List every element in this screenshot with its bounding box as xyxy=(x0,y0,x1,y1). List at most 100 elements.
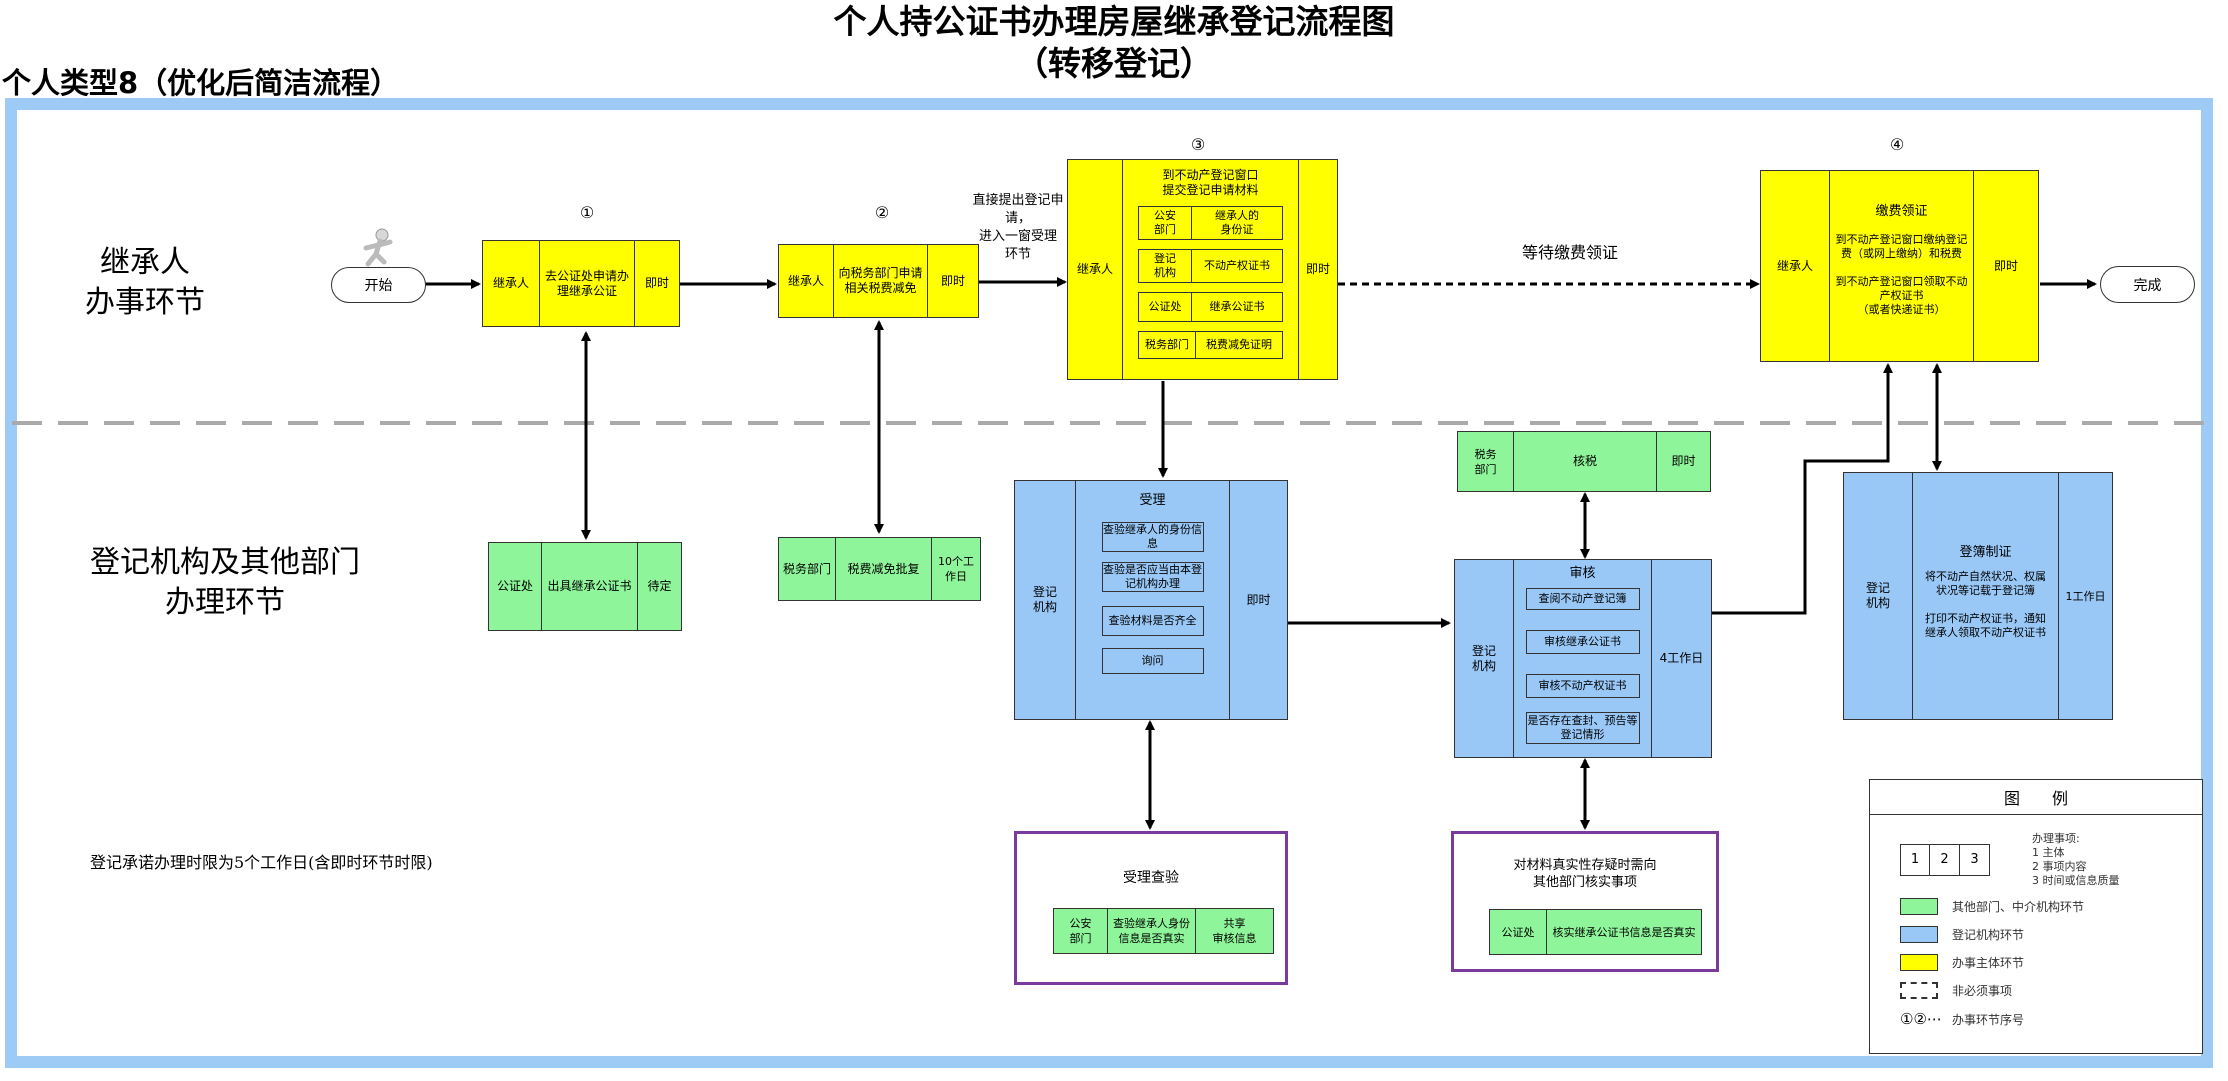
optional-check: 对材料真实性存疑时需向 其他部门核实事项 公证处 核实继承公证书信息是否真实 xyxy=(1451,831,1719,972)
box-content: 向税务部门申请相关税费减免 xyxy=(833,245,927,317)
box-desc: 将不动产自然状况、权属状况等记载于登记簿 打印不动产权证书，通知继承人领取不动产… xyxy=(1925,570,2046,639)
box-content: 缴费领证 到不动产登记窗口缴纳登记费（或网上缴纳）和税费 到不动产登记窗口领取不… xyxy=(1829,171,1973,361)
check-item: 查验是否应当由本登记机构办理 xyxy=(1101,562,1204,592)
step-review: 登记 机构 审核 查阅不动产登记簿 审核继承公证书 审核不动产权证书 是否存在查… xyxy=(1454,559,1712,758)
box-title: 受理 xyxy=(1139,493,1166,508)
person-walking-icon xyxy=(363,228,393,267)
step-number-3: ③ xyxy=(1190,135,1206,154)
box-content: 出具继承公证书 xyxy=(541,543,637,630)
legend-label: 办事主体环节 xyxy=(1952,956,2025,970)
verify-info: 共享 审核信息 xyxy=(1195,909,1273,953)
box-content: 登簿制证 将不动产自然状况、权属状况等记载于登记簿 打印不动产权证书，通知继承人… xyxy=(1912,473,2058,719)
material-item: 公安 部门 继承人的 身份证 xyxy=(1138,206,1283,240)
legend-row-green: 其他部门、中介机构环节 xyxy=(1900,898,2084,915)
legend-label: 办事环节序号 xyxy=(1952,1012,2025,1027)
box-subject: 登记 机构 xyxy=(1032,585,1057,614)
box-content: 受理 查验继承人的身份信息 查验是否应当由本登记机构办理 查验材料是否齐全 询问 xyxy=(1075,481,1229,719)
material-item: 公证处 继承公证书 xyxy=(1138,292,1283,322)
box-content: 税费减免批复 xyxy=(835,538,931,600)
diagram-frame xyxy=(5,98,2213,1068)
box-time: 即时 xyxy=(634,241,679,326)
box-subject: 公证处 xyxy=(496,579,533,593)
material-source: 公证处 xyxy=(1148,300,1182,313)
box-time: 待定 xyxy=(637,543,681,630)
review-item: 查阅不动产登记簿 xyxy=(1525,588,1640,610)
verify-row: 公安 部门 查验继承人身份信息是否真实 共享 审核信息 xyxy=(1053,908,1274,954)
legend-swatch-green xyxy=(1900,898,1938,915)
box-subject: 继承人 xyxy=(787,273,824,288)
verify-content: 查验继承人身份信息是否真实 xyxy=(1107,909,1195,953)
box-title: 审核 xyxy=(1569,566,1596,581)
box-time: 10个工作日 xyxy=(931,538,980,600)
step-tax-assess: 税务 部门 核税 即时 xyxy=(1457,431,1711,492)
legend-cell: 1 xyxy=(1900,844,1930,876)
legend-item: 3 时间或信息质量 xyxy=(2032,874,2120,887)
review-item: 审核继承公证书 xyxy=(1525,630,1640,654)
material-source: 登记 机构 xyxy=(1154,252,1176,279)
step-notary-apply: 继承人 去公证处申请办理继承公证 即时 xyxy=(482,240,680,327)
legend-row-blue: 登记机构环节 xyxy=(1900,926,2024,943)
legend-swatch-dashed xyxy=(1900,982,1938,999)
box-content: 核税 xyxy=(1513,432,1656,491)
box-time: 即时 xyxy=(1656,432,1710,491)
legend-cell: 3 xyxy=(1960,844,1990,876)
box-subject: 继承人 xyxy=(1776,258,1813,273)
box-subject: 税务部门 xyxy=(782,561,831,576)
box-subject: 继承人 xyxy=(1076,262,1113,276)
lane-label-applicant: 继承人 办事环节 xyxy=(85,245,205,320)
legend-swatch-yellow xyxy=(1900,954,1938,971)
material-item: 登记 机构 不动产权证书 xyxy=(1138,249,1283,283)
legend-cells: 1 2 3 xyxy=(1900,844,1990,876)
box-time: 4工作日 xyxy=(1651,560,1711,757)
material-name: 继承公证书 xyxy=(1191,293,1282,321)
optional-verify: 受理查验 公安 部门 查验继承人身份信息是否真实 共享 审核信息 xyxy=(1014,831,1288,985)
lane-label-agency: 登记机构及其他部门 办理环节 xyxy=(90,545,360,620)
step-number-1: ① xyxy=(579,203,595,222)
legend-row-nums: ①②⋯ 办事环节序号 xyxy=(1900,1010,2024,1028)
check-item: 查验材料是否齐全 xyxy=(1101,606,1204,636)
box-content: 到不动产登记窗口 提交登记申请材料 公安 部门 继承人的 身份证 登记 机构 不… xyxy=(1122,160,1298,379)
box-time: 即时 xyxy=(1973,171,2038,361)
box-time: 1工作日 xyxy=(2058,473,2112,719)
box-title: 对材料真实性存疑时需向 其他部门核实事项 xyxy=(1513,858,1657,890)
box-subject: 继承人 xyxy=(492,276,529,290)
step-issue-notary: 公证处 出具继承公证书 待定 xyxy=(488,542,682,631)
box-time: 即时 xyxy=(1298,160,1337,379)
check-row: 公证处 核实继承公证书信息是否真实 xyxy=(1489,909,1702,955)
step-number-4: ④ xyxy=(1889,135,1905,154)
legend-items-head: 办理事项: xyxy=(2032,832,2080,845)
wait-label: 等待缴费领证 xyxy=(1521,243,1618,262)
material-name: 继承人的 身份证 xyxy=(1191,207,1282,239)
legend-row-dashed: 非必须事项 xyxy=(1900,982,2012,999)
type-label: 个人类型8（优化后简洁流程） xyxy=(2,66,400,100)
box-subject: 登记 机构 xyxy=(1471,643,1496,673)
verify-source: 公安 部门 xyxy=(1069,917,1092,945)
box-title: 受理查验 xyxy=(1123,870,1179,886)
check-content: 核实继承公证书信息是否真实 xyxy=(1546,910,1701,954)
box-content: 审核 查阅不动产登记簿 审核继承公证书 审核不动产权证书 是否存在查封、预告等登… xyxy=(1513,560,1651,757)
legend-cell: 2 xyxy=(1930,844,1960,876)
box-time: 即时 xyxy=(927,245,978,317)
legend-items: 办理事项: 1 主体 2 事项内容 3 时间或信息质量 xyxy=(2032,832,2120,888)
step-tax-relief-apply: 继承人 向税务部门申请相关税费减免 即时 xyxy=(778,244,979,318)
box-title: 登簿制证 xyxy=(1959,545,2012,560)
check-item: 查验继承人的身份信息 xyxy=(1101,522,1204,552)
box-subject: 登记 机构 xyxy=(1865,581,1890,610)
legend-swatch-blue xyxy=(1900,926,1938,943)
material-source: 公安 部门 xyxy=(1154,209,1176,236)
step-pay-collect: 继承人 缴费领证 到不动产登记窗口缴纳登记费（或网上缴纳）和税费 到不动产登记窗… xyxy=(1760,170,2039,362)
legend-item: 1 主体 xyxy=(2032,846,2065,859)
box-title: 缴费领证 xyxy=(1875,204,1928,219)
box-desc: 到不动产登记窗口缴纳登记费（或网上缴纳）和税费 到不动产登记窗口领取不动产权证书… xyxy=(1835,233,1968,316)
material-item: 税务部门 税费减免证明 xyxy=(1138,331,1283,359)
box-content: 去公证处申请办理继承公证 xyxy=(539,241,634,326)
box-title: 到不动产登记窗口 提交登记申请材料 xyxy=(1162,168,1259,197)
step-tax-relief-approve: 税务部门 税费减免批复 10个工作日 xyxy=(778,537,981,601)
end-node: 完成 xyxy=(2100,266,2195,303)
page-subtitle: （转移登记） xyxy=(1015,44,1213,83)
review-item: 是否存在查封、预告等登记情形 xyxy=(1525,712,1640,744)
note-direct-apply: 直接提出登记申请， 进入一窗受理 环节 xyxy=(972,193,1064,262)
check-item: 询问 xyxy=(1101,648,1204,674)
check-source: 公证处 xyxy=(1501,925,1535,939)
